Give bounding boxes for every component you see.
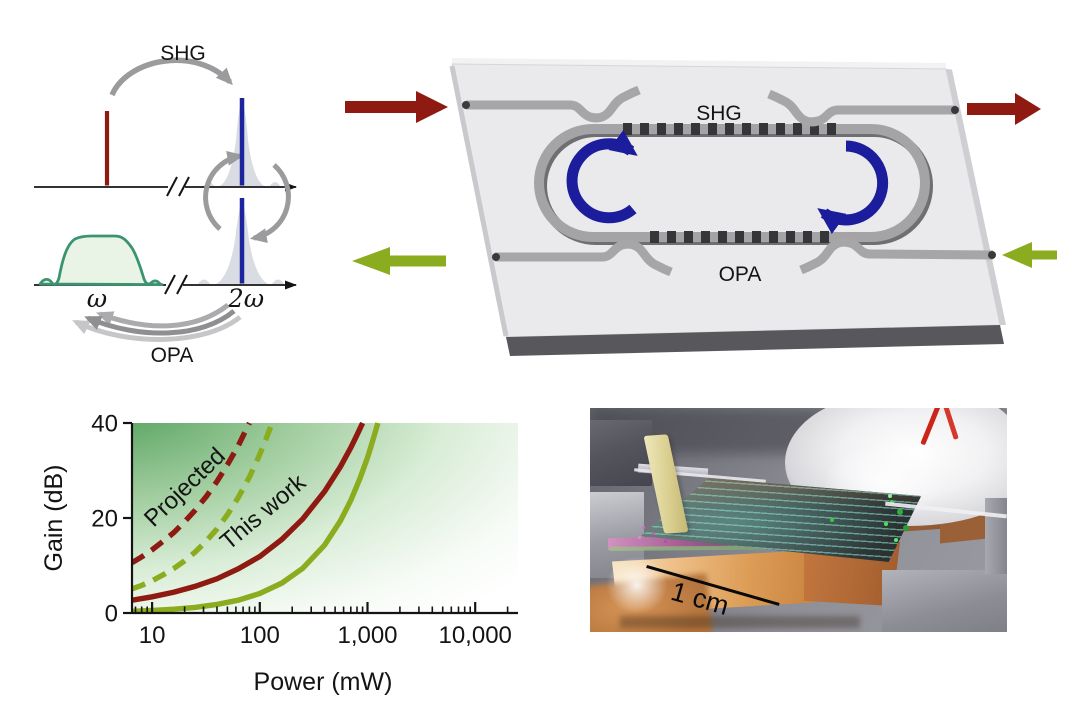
x-axis-ticks: 10 100 1,000 10,000 <box>134 602 512 649</box>
opa-arrow-mid-icon <box>96 303 230 329</box>
stage-post-right <box>985 498 1007 574</box>
copper-highlight <box>606 556 668 614</box>
chip-right-face <box>946 69 1006 325</box>
x-tick-label: 10 <box>139 622 166 649</box>
x-axis-title: Power (mW) <box>254 668 393 696</box>
chip-photo-panel: 1 cm <box>590 408 1007 632</box>
chip-left-face <box>449 65 509 337</box>
stage-block-topleft <box>590 420 652 486</box>
spectra-panel: SHG ω 2ω <box>34 42 297 367</box>
sinc-sidelobe <box>270 182 280 186</box>
opa-process-label: OPA <box>151 344 194 367</box>
curve-this-work-red <box>132 421 366 603</box>
shg-section-label: SHG <box>696 102 742 125</box>
curve-projected-red <box>132 421 252 566</box>
opa-arrow-dark-icon <box>84 309 236 336</box>
signal-in-arrow-icon <box>1002 242 1057 268</box>
x-tick-label: 1,000 <box>337 622 397 649</box>
x-tick-label: 10,000 <box>438 622 511 649</box>
bus-waveguides <box>466 85 994 277</box>
pump-in-arrow-icon <box>345 91 448 123</box>
x-tick-label: 100 <box>240 622 280 649</box>
chip-edge-glint <box>610 545 812 551</box>
pump-axis <box>34 176 297 197</box>
shg-process-label: SHG <box>160 42 206 65</box>
curve-projected-green <box>132 422 275 592</box>
y-tick-label: 40 <box>91 411 118 438</box>
opa-section-label: OPA <box>719 263 762 286</box>
bus-top-right <box>767 89 956 127</box>
y-axis-title: Gain (dB) <box>40 465 68 572</box>
broadband-spectrum <box>38 234 164 286</box>
sinc-sidelobe <box>198 279 210 284</box>
circulation-arrow-right-icon <box>817 140 889 235</box>
pump-out-arrow-icon <box>967 93 1041 125</box>
stage-block-right <box>882 570 1007 632</box>
sinc-sidelobe <box>272 279 284 284</box>
omega-label: ω <box>87 284 107 313</box>
y-tick-label: 0 <box>105 601 118 628</box>
recycle-arrow-right-icon <box>249 163 291 244</box>
chart-background <box>132 423 518 613</box>
mount-shadow <box>620 616 860 628</box>
signal-out-arrow-icon <box>352 247 446 275</box>
y-tick-label: 20 <box>91 506 118 533</box>
two-omega-label: 2ω <box>227 284 264 313</box>
bus-bottom-left <box>495 239 673 277</box>
shg-transfer-arrow-icon <box>109 57 233 97</box>
y-axis-ticks: 0 20 40 <box>91 411 132 628</box>
facet-marks <box>462 101 996 261</box>
circulation-arrow-left-icon <box>566 129 638 224</box>
chip-schematic-panel: SHG OPA <box>345 58 1057 356</box>
magenta-scatter-sparkles <box>642 526 645 529</box>
recycle-arrow-left-icon <box>203 150 245 231</box>
chip-front-face <box>506 325 1004 356</box>
bus-bottom-right <box>799 237 994 275</box>
bus-top-left <box>466 85 641 123</box>
chip-back-sliver <box>452 58 946 69</box>
